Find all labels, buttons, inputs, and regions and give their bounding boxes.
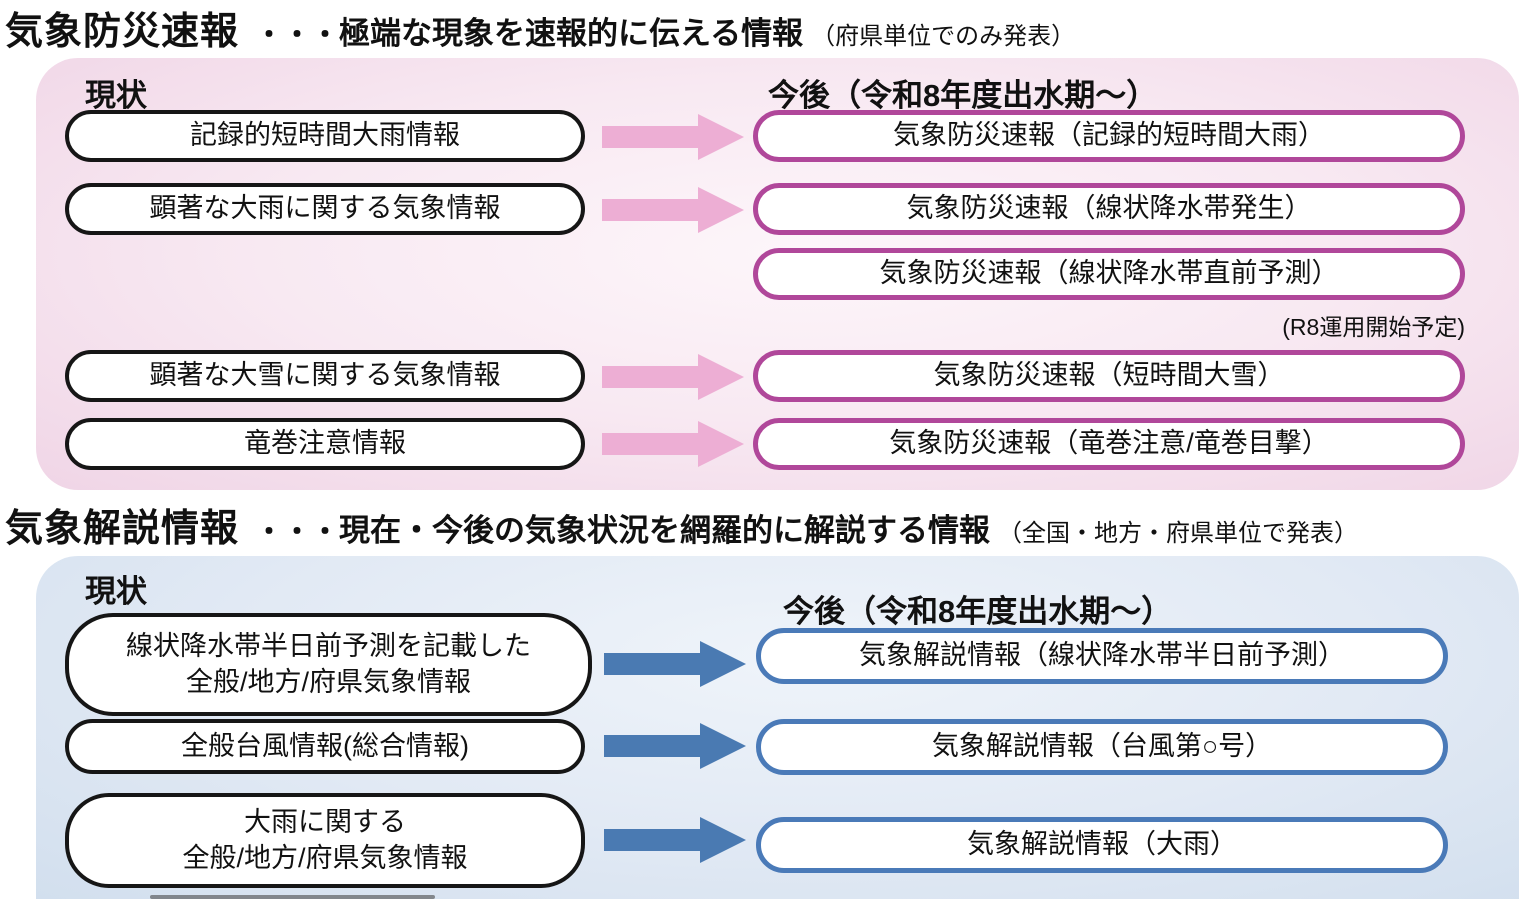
section2-title: 気象解説情報 <box>5 508 240 550</box>
arrow-shaft <box>604 829 702 851</box>
arrow-right-icon <box>600 421 746 467</box>
current-box-record-heavy-rain: 記録的短時間大雨情報 <box>65 110 585 162</box>
arrow-head <box>698 421 744 467</box>
future-box-heavy-rain: 気象解説情報（大雨） <box>756 817 1448 873</box>
section1-heading: 気象防災速報 ・・・ 極端な現象を速報的に伝える情報 （府県単位でのみ発表） <box>5 0 1075 55</box>
arrow-head <box>700 641 746 687</box>
current-box-heavy-rain-info: 大雨に関する 全般/地方/府県気象情報 <box>65 793 585 888</box>
section2-current-label: 現状 <box>85 574 147 609</box>
future-box-short-time-heavy-snow: 気象防災速報（短時間大雪） <box>753 350 1465 402</box>
section2-future-label: 今後（令和8年度出水期～） <box>783 594 1173 629</box>
section2-dots: ・・・ <box>255 516 340 547</box>
current-box-remarkable-heavy-rain: 顕著な大雨に関する気象情報 <box>65 183 585 235</box>
section1-dots: ・・・ <box>255 19 340 50</box>
future-box-halfday-forecast: 気象解説情報（線状降水帯半日前予測） <box>756 628 1448 684</box>
arrow-shaft <box>602 199 700 221</box>
arrow-head <box>700 723 746 769</box>
arrow-shaft <box>604 653 702 675</box>
arrow-right-icon <box>602 723 748 769</box>
current-box-tornado-advisory: 竜巻注意情報 <box>65 418 585 470</box>
arrow-shaft <box>602 433 700 455</box>
section2-heading: 気象解説情報 ・・・ 現在・今後の気象状況を網羅的に解説する情報 （全国・地方・… <box>5 497 1358 552</box>
section1-current-label: 現状 <box>85 78 147 113</box>
arrow-right-icon <box>600 114 746 160</box>
arrow-head <box>698 187 744 233</box>
r8-operation-start-note: (R8運用開始予定) <box>1282 314 1465 340</box>
section2-scope-note: （全国・地方・府県単位で発表） <box>998 520 1359 547</box>
section1-title: 気象防災速報 <box>5 11 240 53</box>
future-box-linear-rainband-occurrence: 気象防災速報（線状降水帯発生） <box>753 183 1465 235</box>
section2-subtitle: 現在・今後の気象状況を網羅的に解説する情報 <box>339 513 991 548</box>
arrow-head <box>700 817 746 863</box>
arrow-head <box>698 114 744 160</box>
section1-future-label: 今後（令和8年度出水期～） <box>768 78 1158 113</box>
arrow-right-icon <box>602 641 748 687</box>
section1-subtitle: 極端な現象を速報的に伝える情報 <box>339 16 804 51</box>
bottom-cutoff-element <box>150 895 435 899</box>
arrow-right-icon <box>600 187 746 233</box>
arrow-shaft <box>604 735 702 757</box>
arrow-shaft <box>602 366 700 388</box>
arrow-head <box>698 354 744 400</box>
future-box-linear-rainband-forecast: 気象防災速報（線状降水帯直前予測） <box>753 248 1465 300</box>
current-box-halfday-forecast-info: 線状降水帯半日前予測を記載した 全般/地方/府県気象情報 <box>65 613 592 716</box>
section1-scope-note: （府県単位でのみ発表） <box>811 23 1076 50</box>
arrow-right-icon <box>600 354 746 400</box>
future-box-tornado: 気象防災速報（竜巻注意/竜巻目撃） <box>753 418 1465 470</box>
arrow-right-icon <box>602 817 748 863</box>
arrow-shaft <box>602 126 700 148</box>
future-box-record-heavy-rain: 気象防災速報（記録的短時間大雨） <box>753 110 1465 162</box>
future-box-typhoon-number: 気象解説情報（台風第○号） <box>756 719 1448 775</box>
current-box-remarkable-heavy-snow: 顕著な大雪に関する気象情報 <box>65 350 585 402</box>
current-box-general-typhoon-info: 全般台風情報(総合情報) <box>65 719 585 774</box>
